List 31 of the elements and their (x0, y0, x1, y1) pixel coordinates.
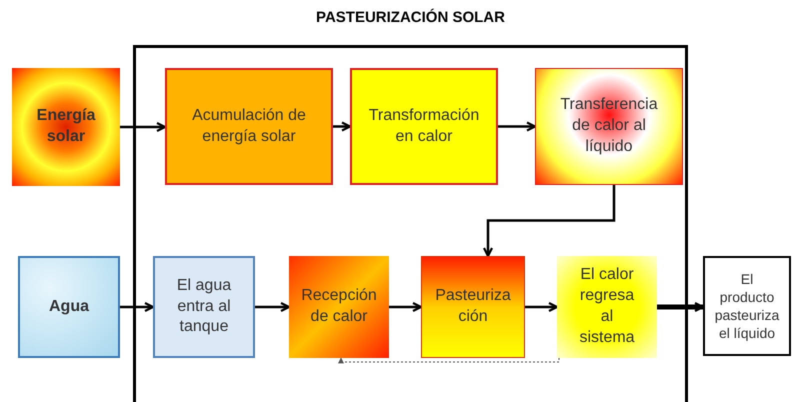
node-label: Pasteuriza ción (434, 286, 512, 327)
process-box (703, 256, 791, 356)
process-box (350, 68, 498, 185)
process-box (165, 68, 333, 185)
process-box (289, 256, 389, 358)
arrow (338, 357, 560, 364)
process-box (12, 68, 120, 186)
process-box (535, 68, 683, 185)
node-label: Acumulación de energía solar (191, 106, 307, 146)
process-box (153, 256, 255, 358)
arrow (389, 302, 422, 312)
arrow (120, 122, 166, 132)
arrow (482, 185, 616, 258)
process-box (18, 256, 120, 358)
node-label: PASTEURIZACIÓN SOLAR (315, 8, 506, 28)
arrow (657, 302, 704, 312)
node-label: Recepción de calor (300, 286, 378, 327)
node-label: Transferencia de calor al líquido (559, 95, 659, 157)
arrow (333, 121, 352, 132)
arrow (255, 302, 290, 312)
arrow (525, 302, 558, 312)
node-label: El producto pasteuriza el líquido (714, 270, 780, 344)
node-label: Energía solar (36, 106, 96, 147)
node-label: Agua (48, 296, 90, 317)
arrow (120, 302, 154, 312)
node-label: El agua entra al tanque (176, 276, 232, 338)
node-label: El calor regresa al sistema (578, 265, 636, 348)
process-box (557, 256, 657, 358)
arrow (498, 121, 536, 132)
process-box (421, 256, 525, 358)
node-label: Transformación en calor (368, 106, 480, 146)
